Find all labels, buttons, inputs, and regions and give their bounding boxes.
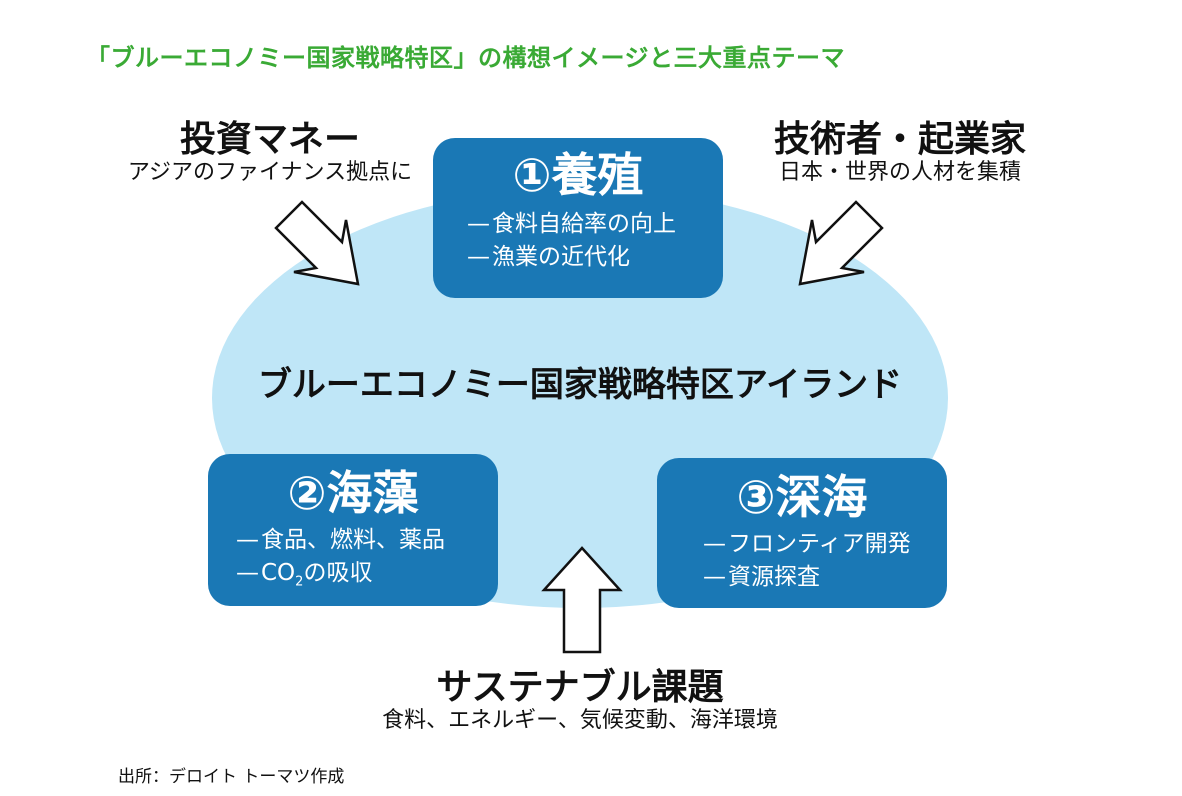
theme-box-deep-sea: ③深海 —フロンティア開発 —資源探査 [657,458,947,608]
arrow-talent-icon [796,200,888,288]
theme-item-text: 食品、燃料、薬品 [261,527,445,553]
theme-list-aquaculture: —食料自給率の向上 —漁業の近代化 [467,208,723,274]
island-label: ブルーエコノミー国家戦略特区アイランド [257,365,903,405]
theme-item: —食料自給率の向上 [467,208,723,241]
theme-item: —漁業の近代化 [467,241,723,274]
theme-item: —CO2の吸収 [236,557,498,599]
dash-glyph: — [703,564,726,590]
theme-item-text: の吸収 [303,560,373,586]
input-investment-title: 投資マネー [179,119,360,160]
input-talent-title: 技術者・起業家 [773,119,1026,160]
theme-item-text: 食料自給率の向上 [492,211,676,237]
arrow-sustainability-icon [540,546,624,656]
source-note: 出所：デロイト トーマツ作成 [118,767,345,787]
page-title: 「ブルーエコノミー国家戦略特区」の構想イメージと三大重点テーマ [86,44,846,72]
dash-glyph: — [703,531,726,557]
theme-item: —食品、燃料、薬品 [236,524,498,557]
input-sustainability-title: サステナブル課題 [436,667,724,708]
theme-item: —資源探査 [703,561,947,594]
dash-glyph: — [467,244,490,270]
theme-title-seaweed: ②海藻 [287,466,419,520]
theme-box-seaweed: ②海藻 —食品、燃料、薬品 —CO2の吸収 [208,454,498,606]
dash-glyph: — [467,211,490,237]
dash-glyph: — [236,527,259,553]
theme-title-aquaculture: ①養殖 [512,148,644,202]
input-talent-subtitle: 日本・世界の人材を集積 [778,159,1021,185]
theme-item: —フロンティア開発 [703,528,947,561]
co2-subscript: 2 [295,574,304,590]
arrow-investment-icon [270,200,362,288]
input-investment-subtitle: アジアのファイナンス拠点に [127,159,413,185]
dash-glyph: — [236,560,259,586]
theme-list-seaweed: —食品、燃料、薬品 —CO2の吸収 [236,524,498,599]
theme-box-aquaculture: ①養殖 —食料自給率の向上 —漁業の近代化 [433,138,723,298]
theme-item-text: フロンティア開発 [728,531,911,557]
theme-list-deep-sea: —フロンティア開発 —資源探査 [703,528,947,594]
input-talent: 技術者・起業家 日本・世界の人材を集積 [745,120,1055,186]
theme-item-text: 漁業の近代化 [492,244,630,270]
theme-item-text: 資源探査 [728,564,820,590]
input-sustainability: サステナブル課題 食料、エネルギー、気候変動、海洋環境 [350,668,810,734]
theme-title-deep-sea: ③深海 [736,470,868,524]
input-investment: 投資マネー アジアのファイナンス拠点に [120,120,420,186]
input-sustainability-subtitle: 食料、エネルギー、気候変動、海洋環境 [382,707,778,733]
co2-text: CO [261,560,296,586]
